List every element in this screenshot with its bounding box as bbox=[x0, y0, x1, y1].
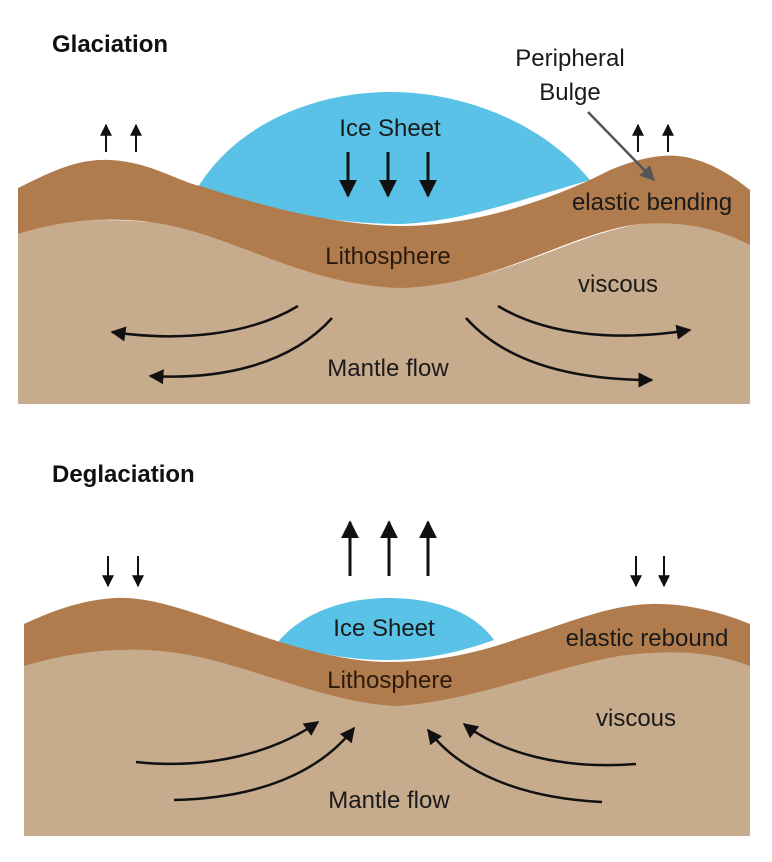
deglaciation-mantle bbox=[24, 648, 750, 836]
glaciation-lithosphere bbox=[18, 155, 750, 288]
mantle-flow-arrow-right-upper bbox=[497, 304, 692, 340]
deglaciation-ice-label: Ice Sheet bbox=[333, 615, 435, 642]
deglaciation-panel: Deglaciation Ice Sheet Lithosphere Mantl… bbox=[24, 461, 750, 836]
deglaciation-lithosphere bbox=[24, 597, 750, 706]
deglaciation-title: Deglaciation bbox=[52, 461, 195, 488]
deglaciation-lithosphere-label: Lithosphere bbox=[327, 667, 452, 694]
deglaciation-ice-sheet bbox=[278, 598, 494, 660]
mantle-inflow-arrow-right-upper bbox=[462, 723, 637, 767]
glaciation-lithosphere-label: Lithosphere bbox=[325, 243, 450, 270]
mantle-inflow-arrow-right-lower bbox=[427, 728, 603, 804]
glaciation-panel: Glaciation Ice Sheet Lithosphere Mantle … bbox=[18, 31, 750, 404]
mantle-flow-arrow-left-upper bbox=[110, 304, 299, 342]
deglaciation-elastic-label: elastic rebound bbox=[566, 625, 729, 652]
deglaciation-mantle-label: Mantle flow bbox=[328, 787, 450, 814]
glaciation-ice-sheet bbox=[198, 92, 590, 224]
mantle-flow-arrow-left-lower bbox=[148, 317, 333, 385]
glaciation-viscous-label: viscous bbox=[578, 271, 658, 298]
glaciation-mantle bbox=[18, 220, 750, 404]
glaciation-mantle-label: Mantle flow bbox=[327, 355, 449, 382]
mantle-inflow-arrow-left-upper bbox=[135, 720, 320, 766]
peripheral-bulge-label-line1: Peripheral bbox=[515, 45, 624, 72]
mantle-flow-arrow-right-lower bbox=[465, 317, 654, 388]
deglaciation-viscous-label: viscous bbox=[596, 705, 676, 732]
glaciation-elastic-label: elastic bending bbox=[572, 189, 732, 216]
mantle-inflow-arrow-left-lower bbox=[173, 726, 355, 802]
peripheral-bulge-label-line2: Bulge bbox=[539, 79, 600, 106]
glaciation-ice-label: Ice Sheet bbox=[339, 115, 441, 142]
bulge-pointer-arrow bbox=[587, 111, 656, 182]
glaciation-title: Glaciation bbox=[52, 31, 168, 58]
